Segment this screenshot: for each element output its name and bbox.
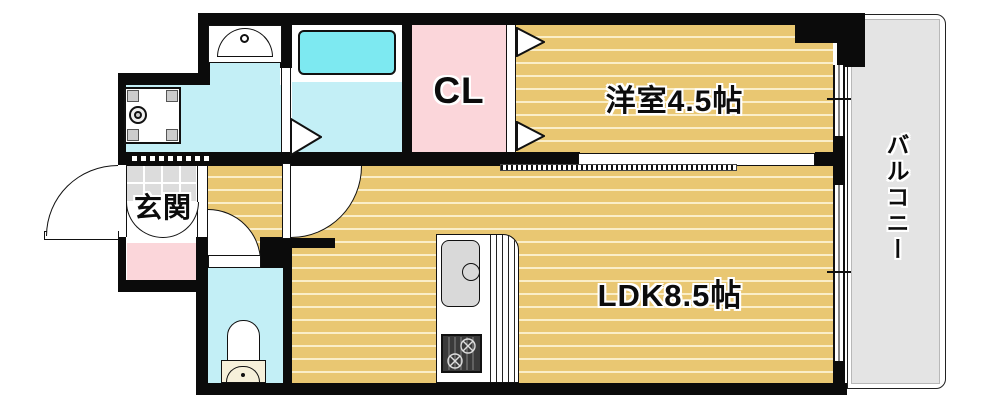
western-room-window-tick xyxy=(827,98,851,100)
closet-door-panel xyxy=(506,25,516,152)
counter-edge-lines xyxy=(490,235,516,382)
bathtub-icon xyxy=(298,30,396,75)
wall-step-horizontal xyxy=(118,73,206,85)
closet-door-triangle-top-icon xyxy=(516,27,545,57)
toilet-tank-button-icon xyxy=(241,373,245,377)
wall-washroom-bathroom xyxy=(280,13,292,68)
entrance-door-swing-arc-icon xyxy=(46,165,118,236)
washroom-opening-dashed xyxy=(132,156,212,161)
closet-door-triangle-bottom-icon xyxy=(516,121,545,151)
pan-corner-icon xyxy=(166,90,178,102)
stove-icon xyxy=(441,334,482,373)
wall-top xyxy=(198,13,847,25)
toilet-door-leaf xyxy=(208,255,261,268)
washing-machine-pan-icon xyxy=(124,87,181,144)
faucet-icon xyxy=(240,34,249,43)
pan-corner-icon xyxy=(127,129,139,141)
wall-toilet-left xyxy=(196,237,208,395)
wall-top-right-corner xyxy=(795,13,865,43)
pan-corner-icon xyxy=(166,129,178,141)
ldk-window-tick xyxy=(827,271,851,273)
pan-corner-icon xyxy=(127,90,139,102)
drain-icon xyxy=(129,106,147,124)
entrance-label: 玄関 xyxy=(133,192,192,223)
western-room-window xyxy=(833,65,845,136)
balcony-deck xyxy=(851,19,940,384)
sliding-door-track xyxy=(500,164,737,171)
western-room-floor xyxy=(516,25,833,155)
ldk-window xyxy=(833,185,845,361)
vanity-sink-icon xyxy=(208,25,282,63)
closet-area xyxy=(412,25,506,152)
wall-bathroom-right xyxy=(402,13,412,165)
wall-left-top-stub xyxy=(198,13,210,85)
wall-entrance-bottom xyxy=(118,280,202,292)
wall-toilet-right xyxy=(283,238,292,395)
drain-inner-icon xyxy=(134,111,142,119)
kitchen-counter xyxy=(436,234,519,383)
bathroom-door-triangle-icon xyxy=(290,118,322,156)
wall-middle xyxy=(118,152,580,166)
wall-right-between-windows xyxy=(833,136,845,185)
kitchen-faucet-icon xyxy=(462,263,480,281)
wall-left-lower xyxy=(118,237,126,292)
wall-top-right-step xyxy=(837,43,865,67)
closet-label: CL xyxy=(433,70,485,111)
toilet-tank-icon xyxy=(221,360,266,383)
bathroom-door-opening xyxy=(281,68,291,152)
entrance-tile xyxy=(127,165,196,203)
shoe-cabinet xyxy=(127,243,199,280)
wall-bottom xyxy=(196,383,847,395)
toilet-icon xyxy=(219,318,269,385)
ldk-door-leaf xyxy=(282,163,291,239)
ldk-label: LDK8.5帖 xyxy=(597,278,743,313)
wall-left-upper xyxy=(118,85,126,165)
balcony-label: バルコニー xyxy=(883,133,909,263)
wall-ldk-stub xyxy=(283,238,335,248)
entrance-step-line-right xyxy=(207,165,208,240)
western-room-label: 洋室4.5帖 xyxy=(605,85,744,118)
